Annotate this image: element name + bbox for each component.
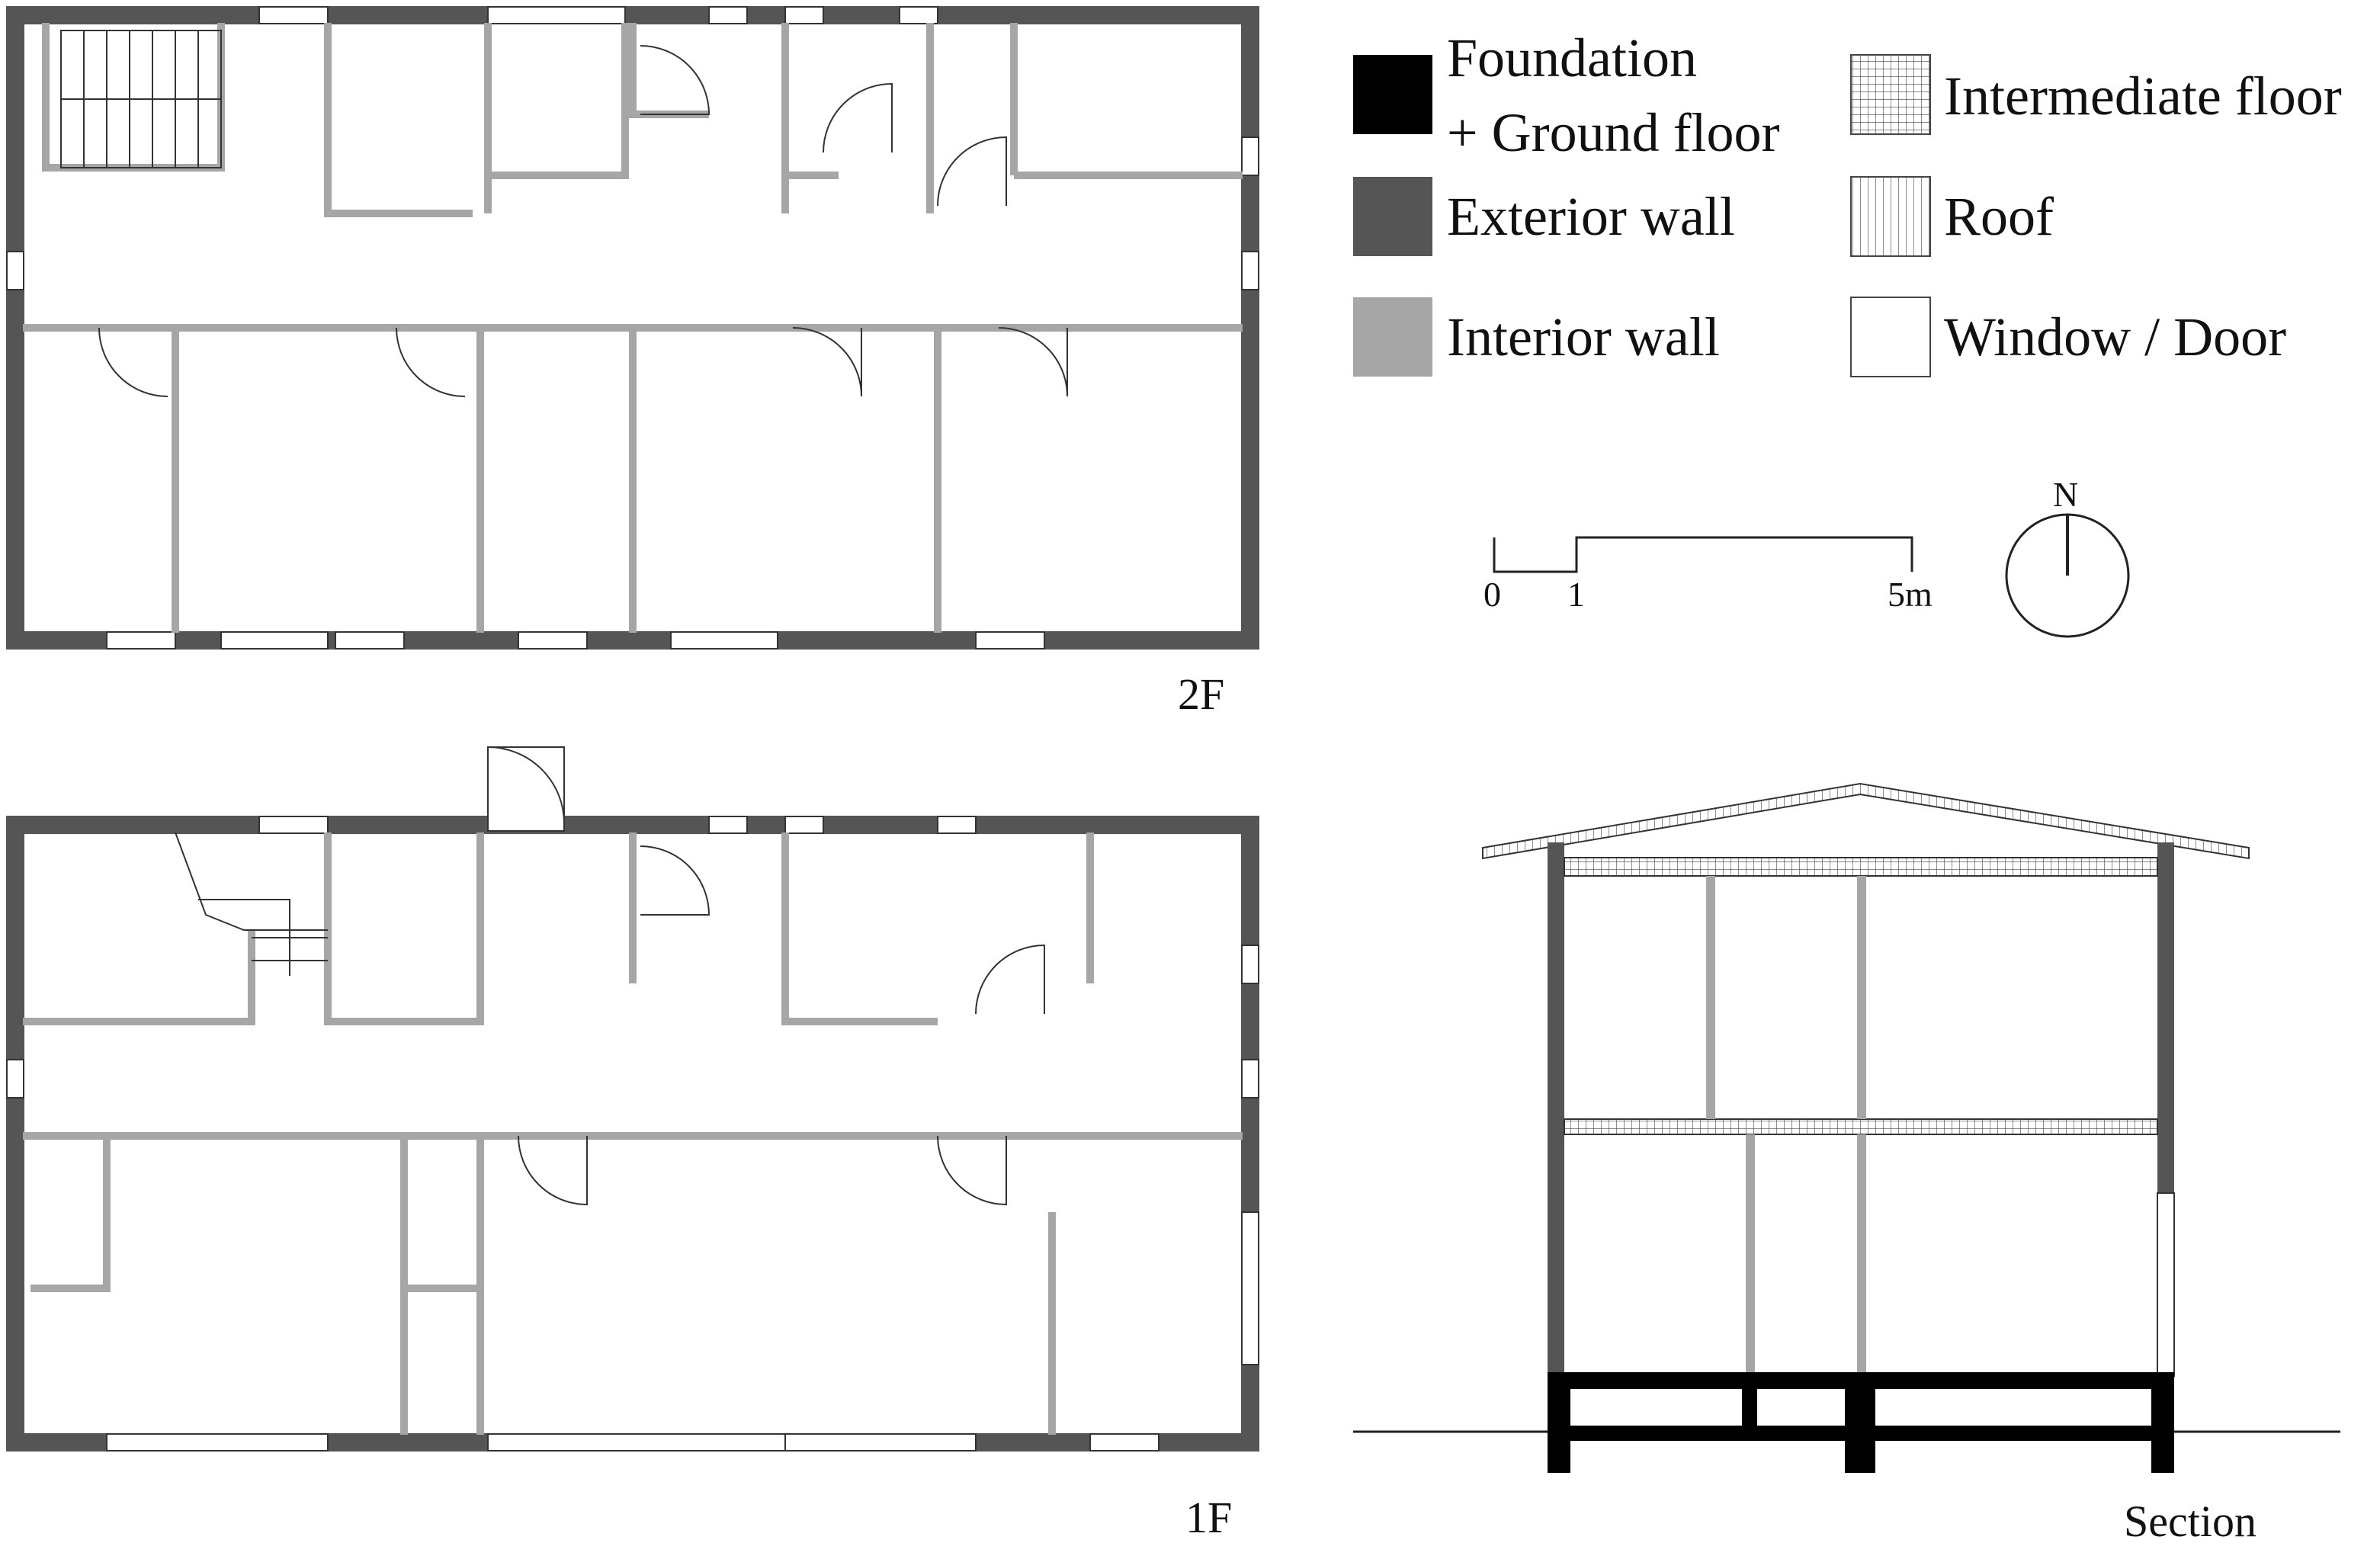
- scale-label-0: 0: [1483, 575, 1501, 614]
- plan-1f-stair: [175, 832, 328, 976]
- legend-label-intermediate-floor: Intermediate floor: [1944, 66, 2342, 127]
- plan-1f-front-door: [487, 746, 565, 832]
- plan-2f: [6, 6, 1259, 650]
- legend-label-foundation-line1: Foundation: [1447, 27, 1697, 88]
- section-roof: [1482, 782, 2250, 860]
- label-section: Section: [2124, 1496, 2257, 1546]
- north-arrow-icon: [2005, 513, 2130, 638]
- section-exterior-wall-left: [1548, 842, 1564, 1384]
- scale-bar: [1493, 536, 1913, 573]
- section-intermediate-floor: [1564, 1118, 2158, 1135]
- north-label: N: [2053, 475, 2078, 514]
- legend-label-interior-wall: Interior wall: [1447, 306, 1720, 367]
- section-exterior-wall-right: [2157, 842, 2174, 1193]
- plan-2f-doors: [98, 45, 1068, 397]
- section-attic-floor: [1564, 857, 2158, 877]
- legend-label-window-door: Window / Door: [1944, 306, 2286, 367]
- legend-label-exterior-wall: Exterior wall: [1447, 186, 1735, 247]
- legend-swatch-exterior-wall: [1353, 177, 1432, 256]
- legend-swatch-interior-wall: [1353, 297, 1432, 377]
- section-drawing: [1353, 782, 2340, 1473]
- section-window-right: [2157, 1192, 2175, 1377]
- legend-swatch-window-door: [1850, 297, 1931, 377]
- legend: Foundation + Ground floor Exterior wall …: [1353, 27, 2342, 377]
- plan-1f-doors: [518, 845, 1045, 1206]
- legend-label-roof: Roof: [1944, 186, 2054, 247]
- legend-label-foundation-line2: + Ground floor: [1447, 102, 1780, 163]
- plan-1f-windows: [6, 816, 1259, 1452]
- plan-1f: [6, 746, 1259, 1452]
- label-2f: 2F: [1178, 669, 1224, 719]
- scale-label-1: 1: [1567, 575, 1585, 614]
- plan-1f-interior-walls: [23, 832, 1243, 1435]
- plan-2f-interior-walls: [23, 23, 1243, 633]
- legend-swatch-foundation: [1353, 55, 1432, 134]
- scale-label-5m: 5m: [1888, 575, 1933, 614]
- plan-2f-outer-wall: [6, 6, 1259, 650]
- section-foundation: [1548, 1372, 2174, 1473]
- label-1f: 1F: [1185, 1493, 1232, 1542]
- plan-2f-stair: [60, 30, 222, 168]
- legend-swatch-roof: [1850, 176, 1931, 257]
- section-interior-walls: [1706, 876, 1866, 1372]
- legend-swatch-intermediate-floor: [1850, 54, 1931, 135]
- plan-2f-windows: [6, 6, 1259, 650]
